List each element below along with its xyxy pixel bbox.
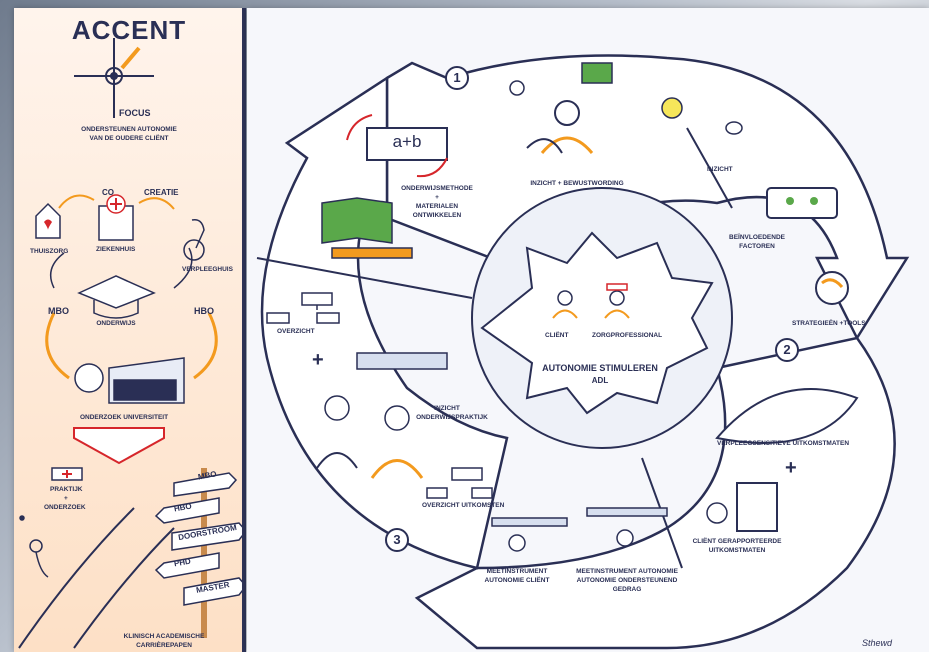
co-label: CO (102, 188, 114, 197)
meetinstrument-ondersteunend-2: AUTONOMIE ONDERSTEUNEND (576, 577, 678, 584)
onderwijsmethode-2: + (435, 194, 439, 201)
meetinstrument-ondersteunend-1: MEETINSTRUMENT AUTONOMIE (576, 568, 678, 575)
ruler-2-icon (586, 507, 668, 517)
arrow-creatie (138, 197, 175, 210)
inzicht-label: INZICHT (707, 166, 733, 173)
university-icon (74, 357, 185, 404)
onderzoek-universiteit-label: ONDERZOEK UNIVERSITEIT (79, 414, 169, 421)
left-panel: ACCENT FOCUS ONDERSTEUNEN AUTONOMIE VAN … (14, 8, 244, 652)
signature: Sthewd (862, 638, 893, 648)
hospital-icon (98, 194, 134, 241)
plus-label: + (64, 495, 68, 502)
wheelchair-icon (183, 218, 205, 261)
adl-label: ADL (591, 376, 609, 385)
beinvloedende-2: FACTOREN (739, 243, 775, 250)
step-1-badge: 1 (445, 66, 469, 90)
client-label: CLIËNT (545, 332, 569, 339)
mbo-label: MBO (48, 306, 69, 316)
org-chart-icon (266, 292, 340, 324)
praktijk-label: PRAKTIJK (50, 486, 83, 493)
tools-globe-icon (815, 271, 849, 305)
road (18, 507, 135, 649)
divider (242, 8, 246, 652)
atom-icon (509, 80, 525, 96)
plus-2: + (785, 457, 797, 479)
focus-label: FOCUS (119, 108, 151, 118)
hbo-label: HBO (194, 306, 214, 316)
ab-board (366, 127, 448, 161)
student-icon (324, 395, 350, 421)
creatie-label: CREATIE (144, 188, 179, 197)
focus-text-2: VAN DE OUDERE CLIËNT (89, 135, 169, 142)
step-2-badge: 2 (775, 338, 799, 362)
beinvloedende-1: BEÏNVLOEDENDE (729, 234, 785, 241)
step-3-badge: 3 (385, 528, 409, 552)
ab-label: a+b (392, 132, 422, 151)
zorgprofessional-label: ZORGPROFESSIONAL (592, 332, 663, 339)
splat-shape (480, 231, 714, 415)
autonomie-label: AUTONOMIE STIMULEREN (542, 363, 658, 373)
clipboard-icon (736, 482, 778, 532)
onderwijsmethode-3: MATERIALEN (415, 203, 459, 210)
crosshair-icon (74, 38, 154, 118)
overzicht-uitkomsten-label: OVERZICHT UITKOMSTEN (422, 502, 505, 509)
client-gerapporteerde-1: CLIËNT GERAPPORTEERDE (692, 538, 782, 545)
teacher-icon (384, 405, 410, 431)
person-icon (554, 100, 580, 126)
plus-1: + (312, 349, 324, 371)
meetinstrument-ondersteunend-3: GEDRAG (612, 586, 642, 593)
onderzoek-label: ONDERZOEK (44, 504, 86, 511)
lightbulb-icon (661, 97, 683, 119)
focus-text-1: ONDERSTEUNEN AUTONOMIE (81, 126, 177, 133)
onderwijsmethode-1: ONDERWIJSMETHODE (401, 185, 473, 192)
page-title: ACCENT (71, 15, 187, 45)
client-gerapporteerde-2: UITKOMSTMATEN (708, 547, 766, 554)
career-1: KLINISCH ACADEMISCHE (123, 633, 205, 640)
client-icon (557, 290, 573, 306)
green-book-icon (321, 197, 393, 244)
verpleeghuis-label: VERPLEEGHUIS (182, 266, 233, 273)
meetinstrument-client-1: MEETINSTRUMENT (486, 568, 548, 575)
house-heart-icon (35, 202, 61, 239)
main-panel: 1 2 3 a+b ONDERWIJSMETHODE + MATERIALEN … (247, 8, 929, 652)
stethoscope-icon (19, 515, 49, 578)
ruler-icon (491, 517, 568, 527)
leaf-syringe-icon (715, 388, 859, 444)
inzicht-bewustwording-label: INZICHT + BEWUSTWORDING (530, 180, 624, 187)
verpleegsensitieve-label: VERPLEEGSENSITIEVE UITKOMSTMATEN (717, 440, 850, 447)
onderwijsmethode-4: ONTWIKKELEN (412, 212, 462, 219)
screen-people-icon (766, 187, 838, 219)
graduation-cap-icon (77, 275, 156, 319)
strategieen-label: STRATEGIEËN +TOOLS (792, 320, 866, 327)
ziekenhuis-label: ZIEKENHUIS (96, 246, 136, 253)
book-icon (581, 62, 613, 84)
pencil-icon (331, 247, 413, 259)
org-chart-2-icon (426, 467, 493, 499)
thuiszorg-label: THUISZORG (30, 248, 69, 255)
funnel-arrow (73, 427, 165, 465)
overzicht-label: OVERZICHT (277, 328, 315, 335)
meetinstrument-client-2: AUTONOMIE CLIËNT (484, 577, 550, 584)
cycle-diagram (256, 54, 910, 650)
inzicht-praktijk-1: INZICHT (434, 405, 460, 412)
arrow-co (58, 194, 95, 209)
career-2: CARRIÈREPAPEN (136, 642, 192, 649)
left-panel-drawing (18, 38, 244, 649)
eye-icon (725, 121, 743, 135)
inzicht-praktijk-2: ONDERWIJSPRAKTIJK (416, 414, 488, 421)
zorgprofessional-icon (609, 290, 625, 306)
onderwijs-label: ONDERWIJS (96, 320, 136, 327)
